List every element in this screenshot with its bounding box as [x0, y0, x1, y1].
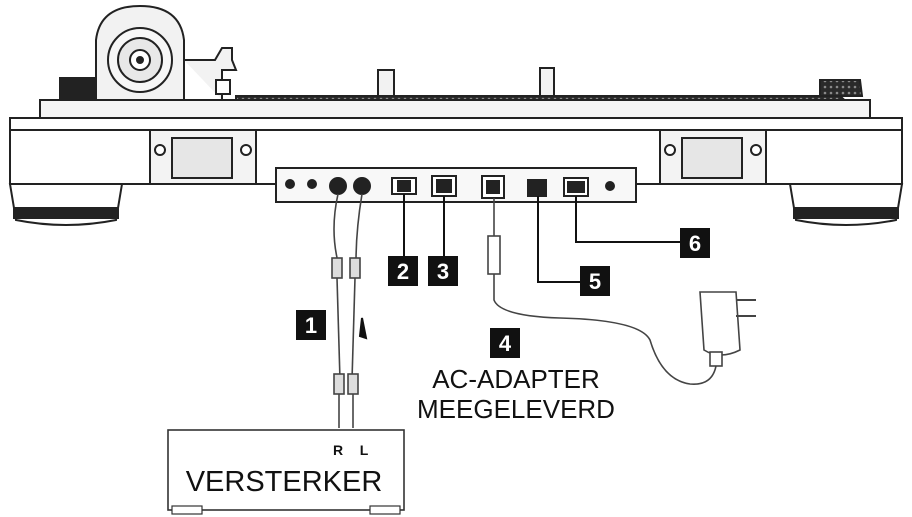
callout-5: 5 — [580, 266, 610, 296]
ac-adapter-cable — [487, 198, 756, 385]
callout-2-label: 2 — [397, 259, 409, 284]
adapter-caption-line1: AC-ADAPTER — [432, 364, 600, 394]
callout-1: 1 — [296, 310, 326, 340]
amplifier-channel-l: L — [360, 442, 369, 458]
callout-5-label: 5 — [589, 269, 601, 294]
amplifier-box: R L VERSTERKER — [167, 429, 405, 515]
rca-jack-right — [329, 177, 347, 195]
adapter-caption-line2: MEEGELEVERD — [417, 394, 615, 424]
callout-6: 6 — [680, 228, 710, 258]
amplifier-channel-r: R — [333, 442, 343, 458]
callout-1-label: 1 — [305, 313, 317, 338]
gain-switch — [527, 179, 547, 197]
callout-3-label: 3 — [437, 259, 449, 284]
amplifier-label: VERSTERKER — [186, 466, 383, 498]
turntable-rear-view — [8, 4, 904, 226]
callout-2: 2 — [388, 256, 418, 286]
callout-4-label: 4 — [499, 331, 512, 356]
callout-6-label: 6 — [689, 231, 701, 256]
callout-4: 4 — [490, 328, 520, 358]
ac-adapter — [699, 291, 741, 356]
rca-cable — [331, 193, 363, 428]
rca-jack-left — [353, 177, 371, 195]
tonearm-assembly — [59, 4, 238, 101]
callout-3: 3 — [428, 256, 458, 286]
